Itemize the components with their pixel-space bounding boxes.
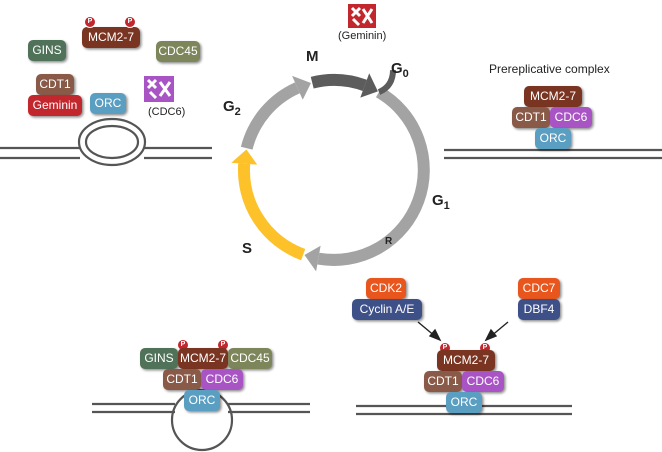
phase-g0-label: G0 [391,60,409,80]
cell-cycle-s-arc [237,163,306,261]
orc-box: ORC [90,93,126,114]
prc-cdc6-box: CDC6 [550,107,592,128]
cell-cycle-m-arrowhead [360,73,378,98]
degraded-cdc6-icon [144,76,174,102]
bl-gins-box: GINS [140,348,178,369]
cdk2-box: CDK2 [366,278,406,299]
dbf4-box: DBF4 [518,299,560,320]
prc-cdt1-box: CDT1 [512,107,550,128]
prc-orc-box: ORC [535,128,571,149]
bl-orc-box: ORC [184,390,220,411]
kinase-arrows [417,321,509,342]
cdc7-box: CDC7 [518,278,560,299]
bl-cdc6-box: CDC6 [201,369,243,390]
cell-cycle-g1-arrowhead [304,245,321,272]
cell-cycle-g1-arc [317,86,430,266]
phosphate-icon: P [84,16,96,28]
brc-cdt1-box: CDT1 [424,371,462,392]
cell-cycle-g2-arrowhead [292,75,311,100]
cell-cycle-g0-branch [377,69,396,95]
prereplicative-complex-title: Prereplicative complex [489,62,610,76]
restriction-point-label: R [385,236,393,247]
geminin-box: Geminin [28,95,82,116]
bl-mcm2-7-box: MCM2-7 [178,348,228,369]
phosphate-icon: P [124,16,136,28]
cyclin-ae-box: Cyclin A/E [352,299,422,320]
dna-top-left [0,117,212,167]
cdc45-box: CDC45 [156,41,200,62]
cell-cycle-g2-arc [240,82,300,150]
brc-cdc6-box: CDC6 [462,371,504,392]
cell-cycle-ring [231,69,430,272]
mcm2-7-box: MCM2-7 [82,27,140,48]
phase-s-label: S [242,240,253,257]
bl-cdc45-box: CDC45 [228,348,272,369]
brc-mcm2-7-box: MCM2-7 [437,350,495,371]
dna-top-right [444,148,662,160]
phase-g2-label: G2 [223,98,241,118]
cdt1-box: CDT1 [36,74,74,95]
cell-cycle-s-arrowhead [231,149,258,165]
degraded-cdc6-label: (CDC6) [148,106,186,118]
bl-cdt1-box: CDT1 [163,369,201,390]
gins-box: GINS [28,40,66,61]
prc-mcm2-7-box: MCM2-7 [524,86,582,107]
degraded-geminin-icon [348,4,376,28]
brc-orc-box: ORC [446,392,482,413]
cell-cycle-m-arc [310,74,367,92]
phase-g1-label: G1 [432,192,450,212]
phase-m-label: M [306,48,319,65]
degraded-geminin-label: (Geminin) [338,30,387,42]
